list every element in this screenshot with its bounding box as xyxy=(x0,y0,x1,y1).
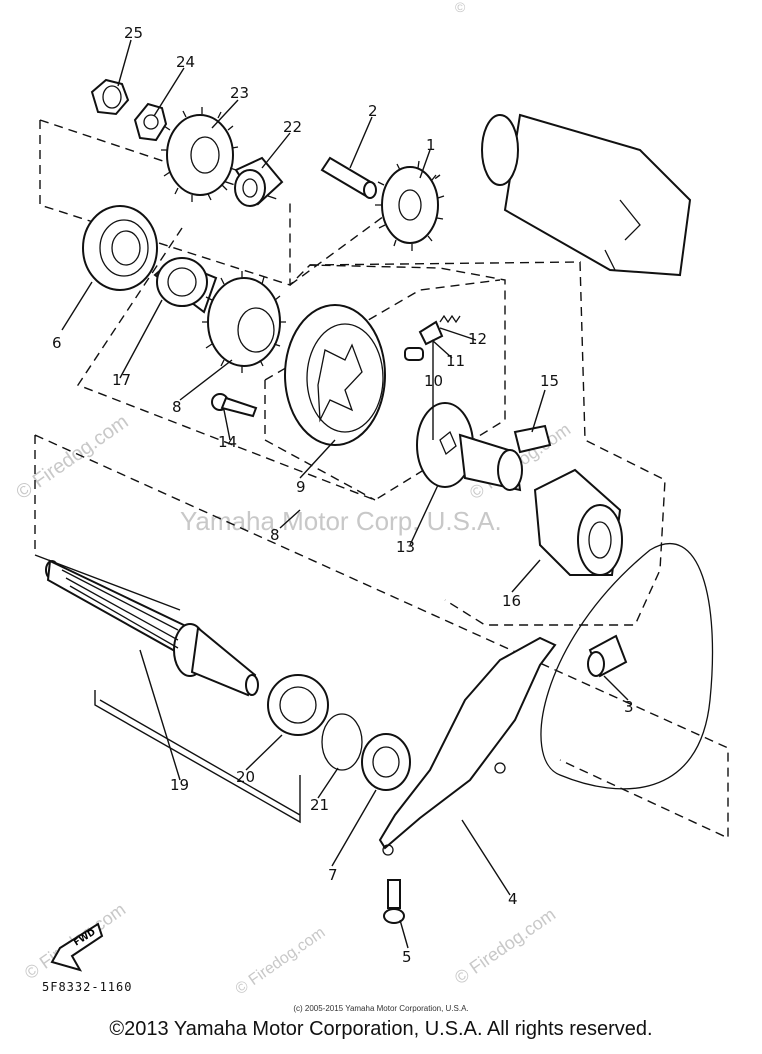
watermark-center: Yamaha Motor Corp, U.S.A. xyxy=(180,506,502,536)
label-15: 15 xyxy=(540,372,559,390)
shaft-19-part xyxy=(45,559,259,697)
key-15-part xyxy=(513,424,552,454)
bolt-14-part xyxy=(211,393,258,418)
label-11: 11 xyxy=(446,352,465,370)
collar-22-part xyxy=(234,156,284,207)
label-20: 20 xyxy=(236,768,255,786)
watermark-firedog-left: © Firedog.com xyxy=(12,411,132,504)
starter-motor-part xyxy=(481,113,692,277)
label-9: 9 xyxy=(296,478,306,496)
label-10: 10 xyxy=(424,372,443,390)
oil-seal-7-part xyxy=(361,733,411,791)
footer-copyright: ©2013 Yamaha Motor Corporation, U.S.A. A… xyxy=(109,1018,653,1040)
flange-13-part xyxy=(416,402,523,492)
label-14: 14 xyxy=(218,433,237,451)
watermark-firedog-bottom-mid: © Firedog.com xyxy=(233,924,329,998)
label-23: 23 xyxy=(230,84,249,102)
label-17: 17 xyxy=(112,371,131,389)
label-4: 4 xyxy=(508,890,518,908)
clutch-9-part xyxy=(284,304,386,446)
label-2: 2 xyxy=(368,102,378,120)
label-25: 25 xyxy=(124,24,143,42)
bracket-4-part xyxy=(378,636,557,856)
label-5: 5 xyxy=(402,948,412,966)
label-22: 22 xyxy=(283,118,302,136)
watermark-firedog-bottom-right: © Firedog.com xyxy=(451,904,559,988)
label-8a: 8 xyxy=(172,398,182,416)
label-12: 12 xyxy=(468,330,487,348)
group-outline-upper xyxy=(39,119,506,501)
pin-2-part xyxy=(320,156,377,199)
bolt-5-part xyxy=(383,879,405,924)
bearing-6-part xyxy=(82,205,158,291)
gear-23-part xyxy=(161,107,239,202)
group-line-shaft xyxy=(34,554,301,824)
footer-small-copyright: (c) 2005-2015 Yamaha Motor Corporation, … xyxy=(293,1004,469,1013)
group-outline-inner xyxy=(264,261,666,626)
group-outline-shaft xyxy=(34,434,729,840)
spring-12-part xyxy=(439,314,461,324)
label-6: 6 xyxy=(52,334,62,352)
lock-washer-part xyxy=(133,102,168,142)
gear-16-part xyxy=(533,468,623,576)
gear-1-part xyxy=(375,160,445,251)
label-7: 7 xyxy=(328,866,338,884)
leader-lines xyxy=(61,39,629,949)
o-ring-21-part xyxy=(321,713,363,771)
label-19: 19 xyxy=(170,776,189,794)
diagram-reference-number: 5F8332-1160 xyxy=(42,980,133,994)
plug-3-part xyxy=(587,634,628,678)
label-24: 24 xyxy=(176,53,195,71)
label-16: 16 xyxy=(502,592,521,610)
label-13: 13 xyxy=(396,538,415,556)
cover-plate-part xyxy=(540,543,714,790)
label-1: 1 xyxy=(426,136,436,154)
bushing-17-part xyxy=(153,257,218,314)
watermark-firedog-top-right: © xyxy=(455,0,466,15)
plunger-11-part xyxy=(418,320,444,346)
label-3: 3 xyxy=(624,698,634,716)
nut-part xyxy=(90,78,130,116)
label-8b: 8 xyxy=(270,526,280,544)
gear-8-part xyxy=(202,271,286,373)
label-21: 21 xyxy=(310,796,329,814)
roller-10-part xyxy=(404,347,424,361)
bearing-20-part xyxy=(267,674,329,736)
